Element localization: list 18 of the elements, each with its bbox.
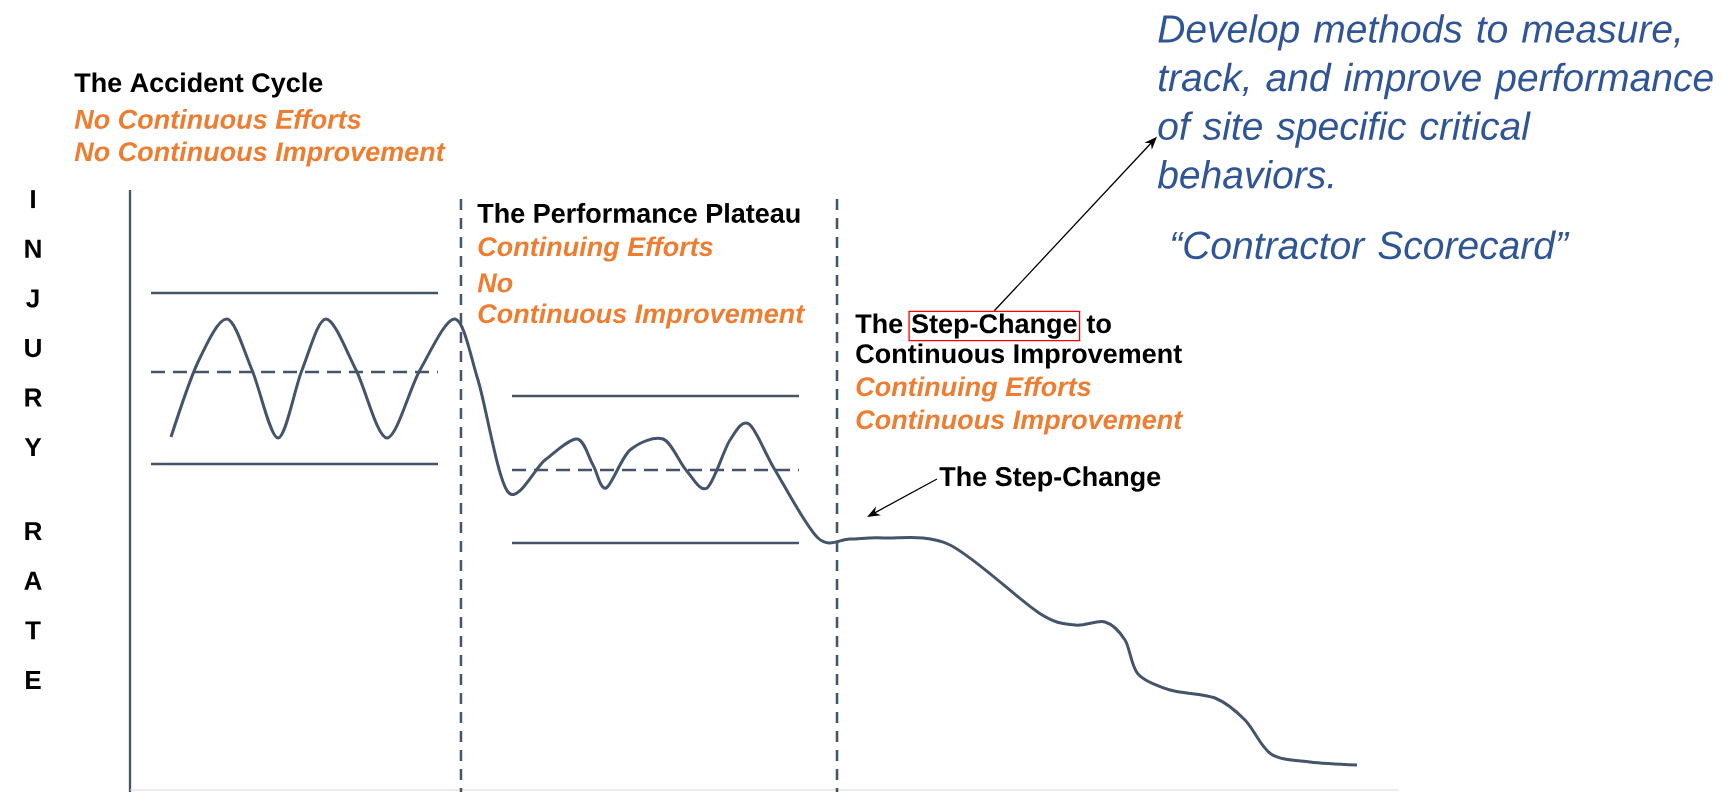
note-text: Develop methods to measure, track, and improve performance of site specific critical behaviors. “Contractor Scorecard” <box>1157 14 1713 260</box>
label-text: The Accident Cycle <box>74 72 323 98</box>
label-text: No Continuous Efforts <box>74 109 361 129</box>
label-text: No <box>477 273 513 293</box>
axis-title: RATE <box>24 522 42 689</box>
label-text: Continuous Improvement <box>478 303 806 329</box>
label-text: The Performance Plateau <box>477 203 800 223</box>
highlight-box: Step-Change <box>908 310 1081 342</box>
label-text: The Step-Change <box>939 466 1161 492</box>
axis-title: INJURY <box>24 190 42 457</box>
arrow <box>867 478 938 517</box>
label-text: The <box>855 313 903 334</box>
label-text: Continuous Improvement <box>856 343 1182 369</box>
label-text: Continuous Improvement <box>856 409 1184 435</box>
label-text: Continuing Efforts <box>478 236 713 262</box>
label-text: Continuing Efforts <box>856 376 1091 402</box>
label-text: to <box>1086 315 1111 334</box>
label-text: No Continuous Improvement <box>74 141 446 167</box>
